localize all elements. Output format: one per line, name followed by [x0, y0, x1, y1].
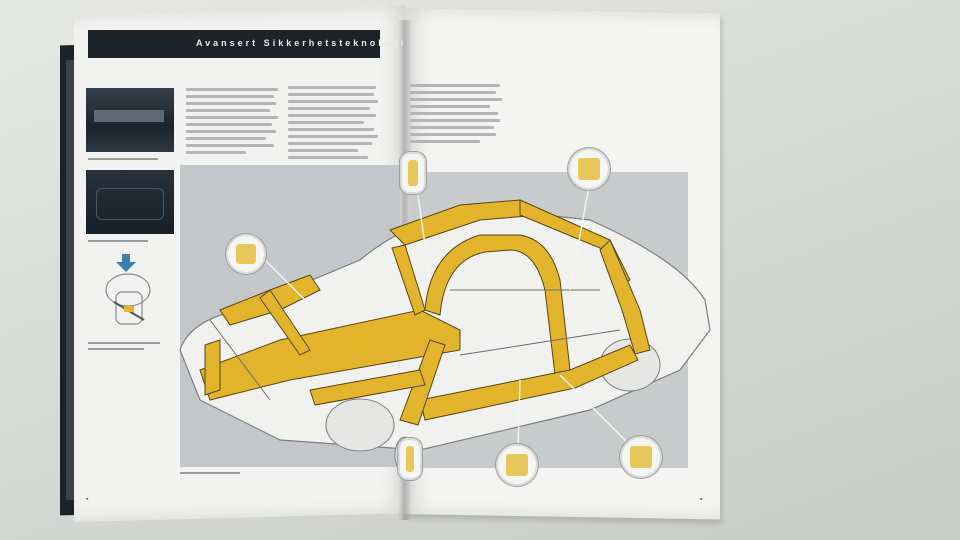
right-page-number-mark: ▪ — [700, 496, 703, 503]
photo-caption — [88, 240, 148, 242]
photo-caption — [88, 158, 158, 160]
right-text-column — [410, 84, 504, 147]
header-band — [88, 30, 380, 58]
seatbelt-diagram-icon — [105, 254, 151, 325]
floor-callout — [398, 438, 422, 480]
car-safety-cage-illustration — [179, 169, 711, 474]
figure-caption — [88, 342, 160, 344]
figure-caption — [88, 348, 144, 350]
a-pillar-callout — [400, 152, 426, 194]
sill-callout — [496, 444, 538, 486]
roof-joint-callout — [568, 148, 610, 190]
middle-text-column — [288, 86, 378, 163]
header-title: Avansert Sikkerhetsteknologi — [196, 38, 407, 48]
left-page-number-mark: ▪ — [86, 496, 89, 503]
left-text-column — [186, 88, 278, 158]
rear-pillar-callout — [620, 436, 662, 478]
front-rail-callout — [226, 234, 266, 274]
diagram-caption — [180, 472, 240, 474]
crash-test-photo — [86, 88, 174, 152]
side-impact-photo — [86, 170, 174, 234]
